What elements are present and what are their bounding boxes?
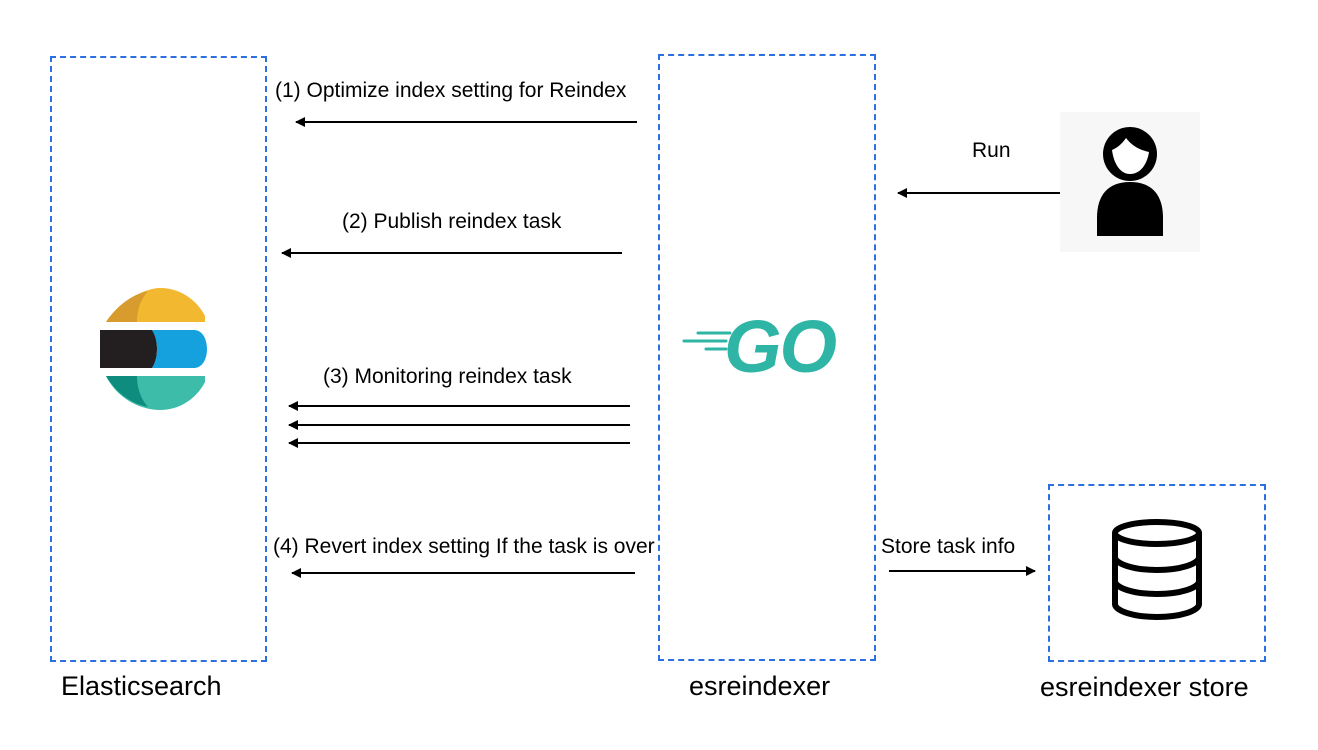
store-box [1048, 484, 1266, 662]
user-icon [1060, 112, 1200, 252]
elasticsearch-label: Elasticsearch [61, 671, 222, 701]
esreindexer-box [658, 54, 876, 661]
step3-label: (3) Monitoring reindex task [323, 365, 572, 388]
database-icon [1112, 519, 1202, 621]
step1-label: (1) Optimize index setting for Reindex [275, 79, 627, 102]
run-label: Run [972, 139, 1011, 162]
store-label: esreindexer store [1040, 672, 1249, 702]
elasticsearch-logo-icon [100, 288, 207, 410]
go-logo-text: GO [724, 305, 837, 388]
step2-label: (2) Publish reindex task [342, 210, 562, 233]
esreindexer-label: esreindexer [689, 671, 831, 701]
step4-label: (4) Revert index setting If the task is … [273, 535, 655, 558]
elasticsearch-box [50, 56, 267, 662]
store-task-label: Store task info [881, 535, 1016, 558]
go-speed-lines [682, 331, 732, 351]
